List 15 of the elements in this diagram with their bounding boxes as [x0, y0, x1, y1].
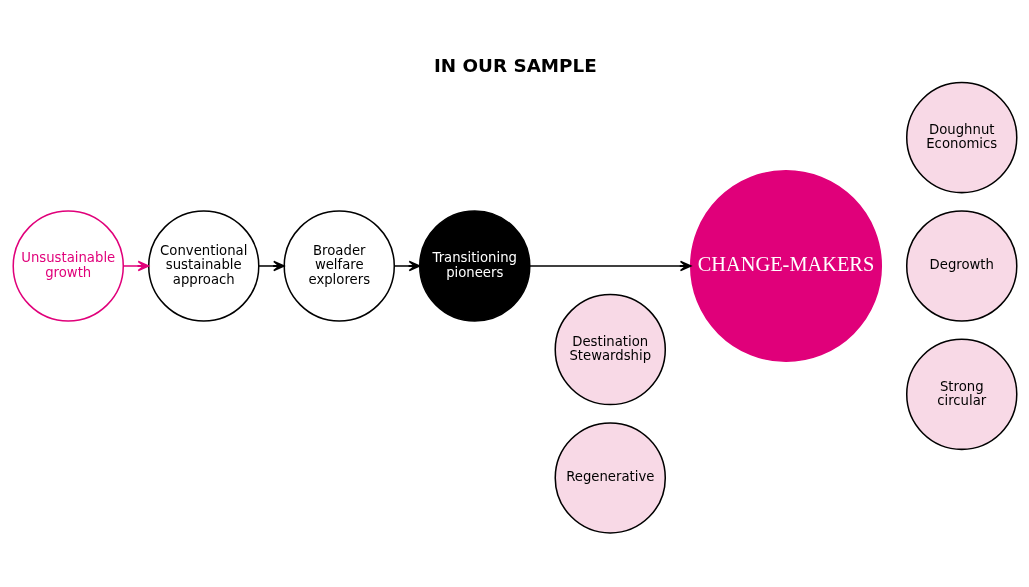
- node-circle: Unsustainable growth: [11, 210, 124, 322]
- node-circle: Conventional sustainable approach: [147, 210, 260, 322]
- node-circle: Transitioning pioneers: [418, 210, 531, 322]
- node-circle: Doughnut Economics: [905, 81, 1018, 194]
- node-circle: Regenerative: [553, 422, 666, 534]
- node-circle: Strong circular: [905, 338, 1018, 451]
- node-circle: Destination Stewardship: [553, 293, 666, 406]
- arrow: [257, 260, 285, 272]
- arrow: [393, 260, 420, 272]
- node-circle: Broader welfare explorers: [282, 210, 395, 322]
- node-circle: CHANGE-MAKERS: [689, 169, 882, 362]
- diagram-title: IN OUR SAMPLE: [433, 54, 597, 76]
- arrow: [528, 260, 691, 272]
- arrow: [122, 260, 149, 272]
- node-circle: Degrowth: [905, 210, 1018, 322]
